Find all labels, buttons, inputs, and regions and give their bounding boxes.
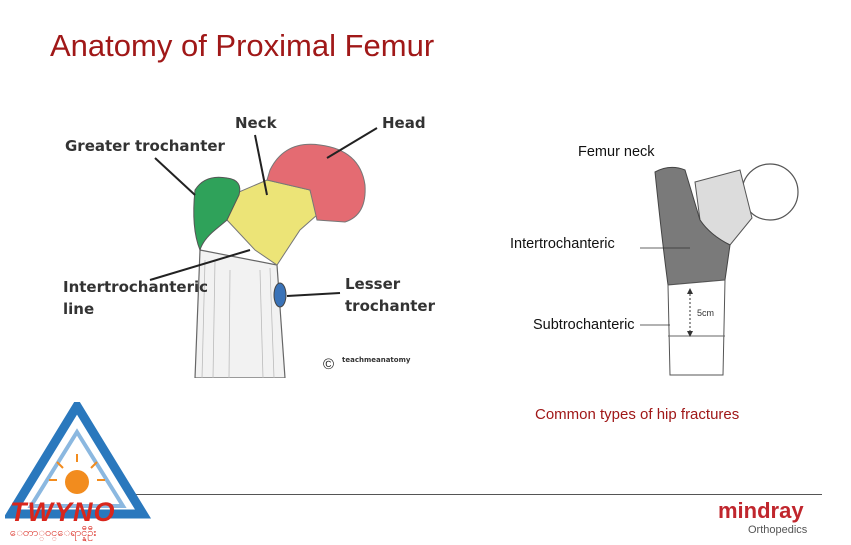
twyno-logo-text: TWYNO xyxy=(10,497,116,527)
hip-fracture-diagram: 5cm xyxy=(620,160,800,380)
slide-title: Anatomy of Proximal Femur xyxy=(50,28,435,63)
label-lesser-trochanter-2: trochanter xyxy=(345,297,435,315)
mindray-logo: mindray Orthopedics xyxy=(718,498,828,540)
femur-drawing xyxy=(149,127,378,379)
figure-caption: Common types of hip fractures xyxy=(535,406,740,423)
proximal-femur-illustration: Neck Head Greater trochanter Intertrocha… xyxy=(55,100,445,379)
label-intertrochanteric-line-2: line xyxy=(63,300,95,318)
footer-divider xyxy=(135,494,822,495)
label-intertrochanteric: Intertrochanteric xyxy=(510,236,615,252)
label-lesser-trochanter-1: Lesser xyxy=(345,275,401,293)
copyright-icon: © xyxy=(323,356,335,373)
mindray-logo-subtext: Orthopedics xyxy=(748,524,808,536)
label-greater-trochanter: Greater trochanter xyxy=(65,137,225,155)
label-intertrochanteric-line-1: Intertrochanteric xyxy=(63,278,209,296)
mindray-logo-text: mindray xyxy=(718,498,804,523)
credit-text: teachmeanatomy xyxy=(342,356,411,364)
label-femur-neck: Femur neck xyxy=(578,144,655,160)
fracture-zones-drawing xyxy=(620,163,799,376)
label-head: Head xyxy=(382,114,426,132)
twyno-logo-mark xyxy=(2,397,152,519)
twyno-logo: TWYNO ေတာ္ဝင္ေရာင္နီဦး xyxy=(2,397,155,540)
label-neck: Neck xyxy=(235,114,277,132)
measurement-label: 5cm xyxy=(697,308,715,318)
label-subtrochanteric: Subtrochanteric xyxy=(533,317,635,333)
twyno-logo-subtext: ေတာ္ဝင္ေရာင္နီဦး xyxy=(10,527,97,539)
